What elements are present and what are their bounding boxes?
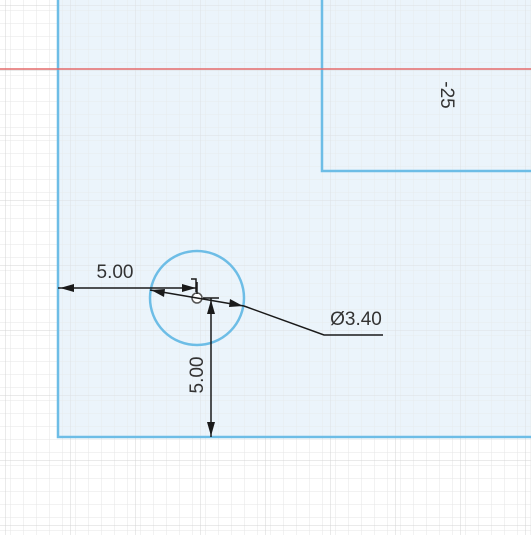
perpendicular-constraint-icon[interactable]	[191, 278, 197, 292]
vertical-dimension-value: 5.00	[187, 357, 208, 394]
vertical-dimension[interactable]: 5.00	[187, 297, 219, 437]
diameter-dimension[interactable]: Ø3.40	[149, 289, 383, 336]
diameter-dimension-value: Ø3.40	[330, 309, 382, 330]
horizontal-dimension-value: 5.00	[97, 262, 134, 283]
profile-inner-rectangle[interactable]	[320, 0, 531, 173]
profile-outer-boundary[interactable]	[56, 0, 531, 439]
hole-circle[interactable]	[148, 249, 246, 347]
sketch-grid-overlay	[58, 0, 531, 437]
offset-dimension-label[interactable]: -25	[436, 81, 457, 108]
horizontal-dimension[interactable]: 5.00	[58, 262, 198, 294]
